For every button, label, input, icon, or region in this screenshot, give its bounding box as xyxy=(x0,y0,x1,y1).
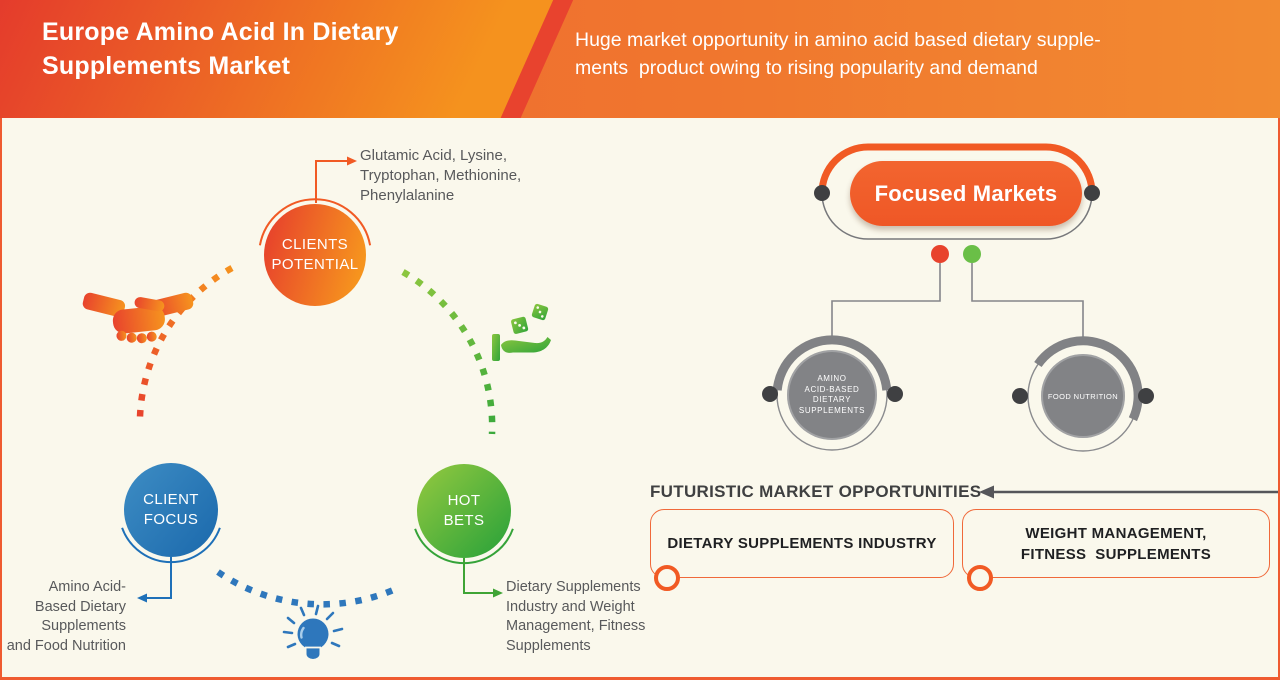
box2-corner-ring xyxy=(967,565,993,591)
hot-bets-label: HOT BETS xyxy=(443,492,485,529)
page-title: Europe Amino Acid In Dietary Supplements… xyxy=(42,18,399,80)
focused-markets-pill: Focused Markets xyxy=(850,161,1082,226)
futuristic-opportunities-title: FUTURISTIC MARKET OPPORTUNITIES xyxy=(650,482,982,501)
opportunity-box2-label: WEIGHT MANAGEMENT, FITNESS SUPPLEMENTS xyxy=(1020,524,1212,563)
clients-potential-annotation: Glutamic Acid, Lysine, Tryptophan, Methi… xyxy=(360,147,522,204)
client-focus-annotation: Amino Acid- Based Dietary Supplements an… xyxy=(6,579,126,654)
box1-corner-ring xyxy=(654,565,680,591)
client-focus-label: CLIENT FOCUS xyxy=(143,491,199,528)
opportunity-box-weight-management: WEIGHT MANAGEMENT, FITNESS SUPPLEMENTS xyxy=(962,509,1270,578)
node-food-nutrition: FOOD NUTRITION xyxy=(1041,354,1125,438)
hot-bets-annotation: Dietary Supplements Industry and Weight … xyxy=(506,579,646,654)
page-subtitle: Huge market opportunity in amino acid ba… xyxy=(575,29,1101,79)
node-amino-acid-dietary-supplements: AMINO ACID-BASED DIETARY SUPPLEMENTS xyxy=(787,350,877,440)
hot-bets-circle: HOT BETS xyxy=(417,464,511,558)
clients-potential-circle: CLIENTS POTENTIAL xyxy=(264,204,366,306)
opportunity-box1-label: DIETARY SUPPLEMENTS INDUSTRY xyxy=(667,535,937,552)
node-right-label: FOOD NUTRITION xyxy=(1047,391,1119,401)
header-banner: Europe Amino Acid In Dietary Supplements… xyxy=(0,0,1280,118)
clients-potential-label: CLIENTS POTENTIAL xyxy=(271,236,359,273)
focused-markets-title: Focused Markets xyxy=(874,180,1058,206)
opportunity-box-dietary-supplements: DIETARY SUPPLEMENTS INDUSTRY xyxy=(650,509,954,578)
node-left-label: AMINO ACID-BASED DIETARY SUPPLEMENTS xyxy=(798,374,866,415)
client-focus-circle: CLIENT FOCUS xyxy=(124,463,218,557)
